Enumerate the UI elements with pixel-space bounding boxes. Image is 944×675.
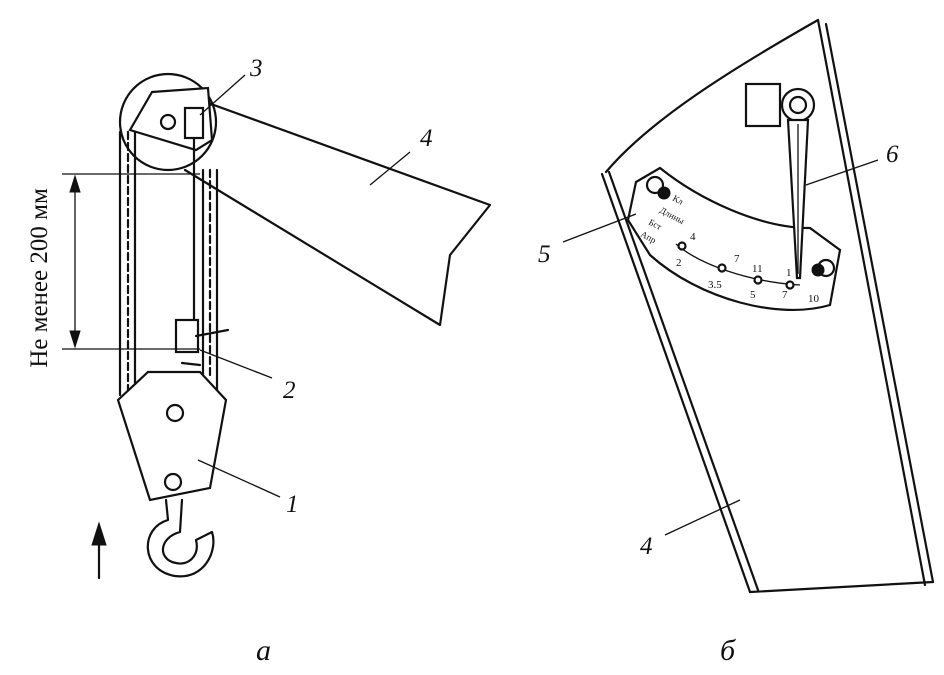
scale-mark-upper-1: 4 (690, 231, 696, 243)
dimension-label: Не менее 200 мм (26, 188, 53, 368)
boom-4 (183, 98, 492, 327)
left-leader-lines (197, 74, 411, 498)
boom-edge-right-inner (824, 22, 935, 584)
pointer-bracket (744, 82, 782, 128)
boom-edge-right-outer (816, 18, 927, 587)
caption-b: б (720, 634, 736, 667)
scale-title-1: Кл (671, 193, 685, 207)
hook (146, 498, 215, 578)
scale-mark-upper-4: 1 (786, 267, 792, 279)
hoist-ropes (118, 130, 219, 397)
callout-4-right: 4 (640, 533, 653, 560)
dimension-lines (62, 173, 200, 350)
left-view: Не менее 200 мм 3 4 2 1 а (26, 55, 492, 667)
boom-head-pulley (118, 72, 218, 172)
scale-mark-upper-3: 11 (752, 263, 763, 275)
pulley-axle (159, 113, 177, 131)
boom-bottom (748, 580, 935, 594)
limit-switch-2 (174, 318, 230, 367)
hook-block-lower-axle (163, 472, 183, 492)
hook-block-1 (116, 370, 228, 502)
boom-4-side (604, 18, 820, 174)
lift-direction-arrow (91, 521, 107, 580)
scale-mark-upper-2: 7 (734, 253, 740, 265)
scale-ticks (677, 241, 795, 290)
scale-plate-5 (626, 166, 842, 311)
callout-1: 1 (286, 491, 299, 518)
scale-mark-lower-5: 10 (808, 293, 820, 305)
callout-5: 5 (538, 241, 551, 268)
sensor-3 (183, 106, 205, 140)
right-leader-lines (562, 159, 879, 536)
callout-2: 2 (283, 377, 296, 404)
scale-mark-lower-4: 7 (782, 289, 788, 301)
callout-6: 6 (886, 141, 899, 168)
scale-mark-lower-1: 2 (676, 257, 682, 269)
scale-arc (675, 243, 801, 286)
callout-4-left: 4 (420, 125, 433, 152)
hook-block-upper-axle (165, 403, 185, 423)
callout-3: 3 (249, 55, 263, 82)
scale-mark-lower-3: 5 (750, 289, 756, 301)
scale-mark-lower-2: 3.5 (708, 279, 722, 291)
caption-a: а (256, 634, 271, 667)
boom-edge-inner (607, 170, 760, 592)
right-view: Кл Длины Бст Апр 4 7 11 1 2 3.5 5 7 10 6… (538, 18, 935, 667)
boom-edge-outer (600, 172, 752, 594)
